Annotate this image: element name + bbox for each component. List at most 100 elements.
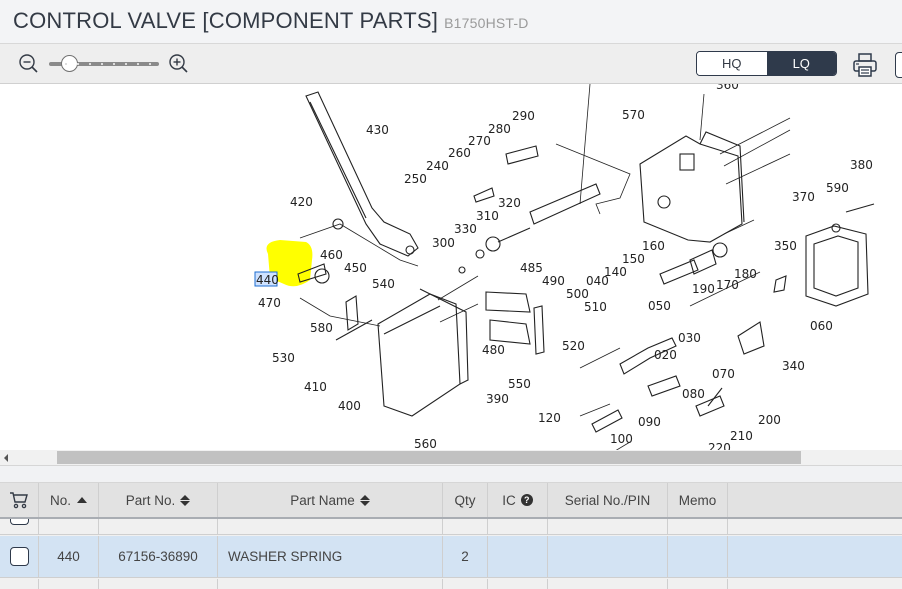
divider bbox=[0, 467, 902, 482]
part-label-500[interactable]: 500 bbox=[566, 287, 589, 301]
scroll-left-arrow-icon[interactable] bbox=[4, 454, 8, 462]
memo-header-label: Memo bbox=[678, 492, 717, 508]
part-label-410[interactable]: 410 bbox=[304, 380, 327, 394]
parts-diagram[interactable]: 4304204604504705405805304104005602502402… bbox=[0, 84, 902, 450]
part-label-580[interactable]: 580 bbox=[310, 321, 333, 335]
part-label-400[interactable]: 400 bbox=[338, 399, 361, 413]
print-button[interactable] bbox=[852, 52, 878, 78]
row-checkbox[interactable] bbox=[9, 519, 29, 525]
part-label-560[interactable]: 560 bbox=[414, 437, 437, 450]
part-label-210[interactable]: 210 bbox=[730, 429, 753, 443]
part-label-440[interactable]: 440 bbox=[256, 273, 279, 287]
sort-icon bbox=[180, 494, 191, 506]
printer-icon bbox=[853, 53, 877, 77]
part-label-180[interactable]: 180 bbox=[734, 267, 757, 281]
no-header-label: No. bbox=[49, 492, 71, 508]
part-label-250[interactable]: 250 bbox=[404, 172, 427, 186]
part-label-460[interactable]: 460 bbox=[320, 248, 343, 262]
part-label-160[interactable]: 160 bbox=[642, 239, 665, 253]
table-row[interactable]: 440 67156-36890 WASHER SPRING 2 bbox=[0, 536, 902, 578]
part-label-470[interactable]: 470 bbox=[258, 296, 281, 310]
part-label-510[interactable]: 510 bbox=[584, 300, 607, 314]
part-label-480[interactable]: 480 bbox=[482, 343, 505, 357]
part-label-200[interactable]: 200 bbox=[758, 413, 781, 427]
lq-button[interactable]: LQ bbox=[766, 52, 836, 75]
part-label-080[interactable]: 080 bbox=[682, 387, 705, 401]
part-label-190[interactable]: 190 bbox=[692, 282, 715, 296]
part-label-390[interactable]: 390 bbox=[486, 392, 509, 406]
part-label-485[interactable]: 485 bbox=[520, 261, 543, 275]
part-no-column-header[interactable]: Part No. bbox=[99, 483, 218, 517]
part-label-030[interactable]: 030 bbox=[678, 331, 701, 345]
part-label-260[interactable]: 260 bbox=[448, 146, 471, 160]
valve-body[interactable] bbox=[639, 131, 745, 243]
part-label-020[interactable]: 020 bbox=[654, 348, 677, 362]
parts-table: No. Part No. Part Name Qty IC? Serial No… bbox=[0, 482, 902, 589]
part-label-300[interactable]: 300 bbox=[432, 236, 455, 250]
cart-column-header[interactable] bbox=[0, 483, 39, 517]
part-label-430[interactable]: 430 bbox=[366, 123, 389, 137]
part-label-290[interactable]: 290 bbox=[512, 109, 535, 123]
toolbar: HQ LQ bbox=[0, 44, 902, 84]
part-label-540[interactable]: 540 bbox=[372, 277, 395, 291]
part-label-060[interactable]: 060 bbox=[810, 319, 833, 333]
cell-ic bbox=[488, 536, 548, 577]
part-label-370[interactable]: 370 bbox=[792, 190, 815, 204]
part-label-140[interactable]: 140 bbox=[604, 265, 627, 279]
cell-serial bbox=[548, 536, 668, 577]
part-labels: 4304204604504705405805304104005602502402… bbox=[258, 84, 873, 450]
page-title: CONTROL VALVE [COMPONENT PARTS]B1750HST-… bbox=[13, 8, 529, 34]
selected-label-box bbox=[254, 271, 278, 287]
part-label-090[interactable]: 090 bbox=[638, 415, 661, 429]
no-column-header[interactable]: No. bbox=[39, 483, 99, 517]
cell-no: 440 bbox=[39, 536, 99, 577]
part-label-590[interactable]: 590 bbox=[826, 181, 849, 195]
part-label-350[interactable]: 350 bbox=[774, 239, 797, 253]
part-label-150[interactable]: 150 bbox=[622, 252, 645, 266]
part-label-570[interactable]: 570 bbox=[622, 108, 645, 122]
part-label-330[interactable]: 330 bbox=[454, 222, 477, 236]
part-label-220[interactable]: 220 bbox=[708, 441, 731, 450]
zoom-slider[interactable] bbox=[49, 55, 159, 72]
part-label-100[interactable]: 100 bbox=[610, 432, 633, 446]
part-label-520[interactable]: 520 bbox=[562, 339, 585, 353]
cover-400[interactable] bbox=[377, 288, 469, 417]
part-label-070[interactable]: 070 bbox=[712, 367, 735, 381]
serial-column-header: Serial No./PIN bbox=[548, 483, 668, 517]
part-label-120[interactable]: 120 bbox=[538, 411, 561, 425]
zoom-slider-handle[interactable] bbox=[60, 55, 78, 72]
more-button[interactable] bbox=[895, 52, 902, 78]
part-label-380[interactable]: 380 bbox=[850, 158, 873, 172]
row-checkbox[interactable] bbox=[9, 547, 29, 566]
part-label-340[interactable]: 340 bbox=[782, 359, 805, 373]
sort-icon bbox=[359, 494, 370, 506]
help-icon[interactable]: ? bbox=[520, 494, 533, 506]
spool-parts bbox=[297, 145, 875, 433]
part-label-550[interactable]: 550 bbox=[508, 377, 531, 391]
part-label-310[interactable]: 310 bbox=[476, 209, 499, 223]
part-label-490[interactable]: 490 bbox=[542, 274, 565, 288]
part-label-270[interactable]: 270 bbox=[468, 134, 491, 148]
part-name-column-header[interactable]: Part Name bbox=[218, 483, 443, 517]
zoom-in-button[interactable] bbox=[168, 53, 190, 75]
part-label-320[interactable]: 320 bbox=[498, 196, 521, 210]
slider-tick bbox=[125, 63, 127, 65]
horizontal-scrollbar[interactable] bbox=[0, 450, 902, 466]
part-label-240[interactable]: 240 bbox=[426, 159, 449, 173]
part-label-450[interactable]: 450 bbox=[344, 261, 367, 275]
cart-icon bbox=[10, 492, 28, 509]
hq-button[interactable]: HQ bbox=[697, 52, 767, 75]
part-label-530[interactable]: 530 bbox=[272, 351, 295, 365]
part-label-040[interactable]: 040 bbox=[586, 274, 609, 288]
cover-370[interactable] bbox=[805, 225, 869, 307]
zoom-out-button[interactable] bbox=[18, 53, 40, 75]
part-label-050[interactable]: 050 bbox=[648, 299, 671, 313]
part-label-360[interactable]: 360 bbox=[716, 84, 739, 92]
part-label-420[interactable]: 420 bbox=[290, 195, 313, 209]
lever-430[interactable] bbox=[305, 91, 419, 257]
part-label-170[interactable]: 170 bbox=[716, 278, 739, 292]
part-label-280[interactable]: 280 bbox=[488, 122, 511, 136]
sort-ascending-icon bbox=[77, 497, 87, 503]
scrollbar-thumb[interactable] bbox=[57, 451, 801, 464]
